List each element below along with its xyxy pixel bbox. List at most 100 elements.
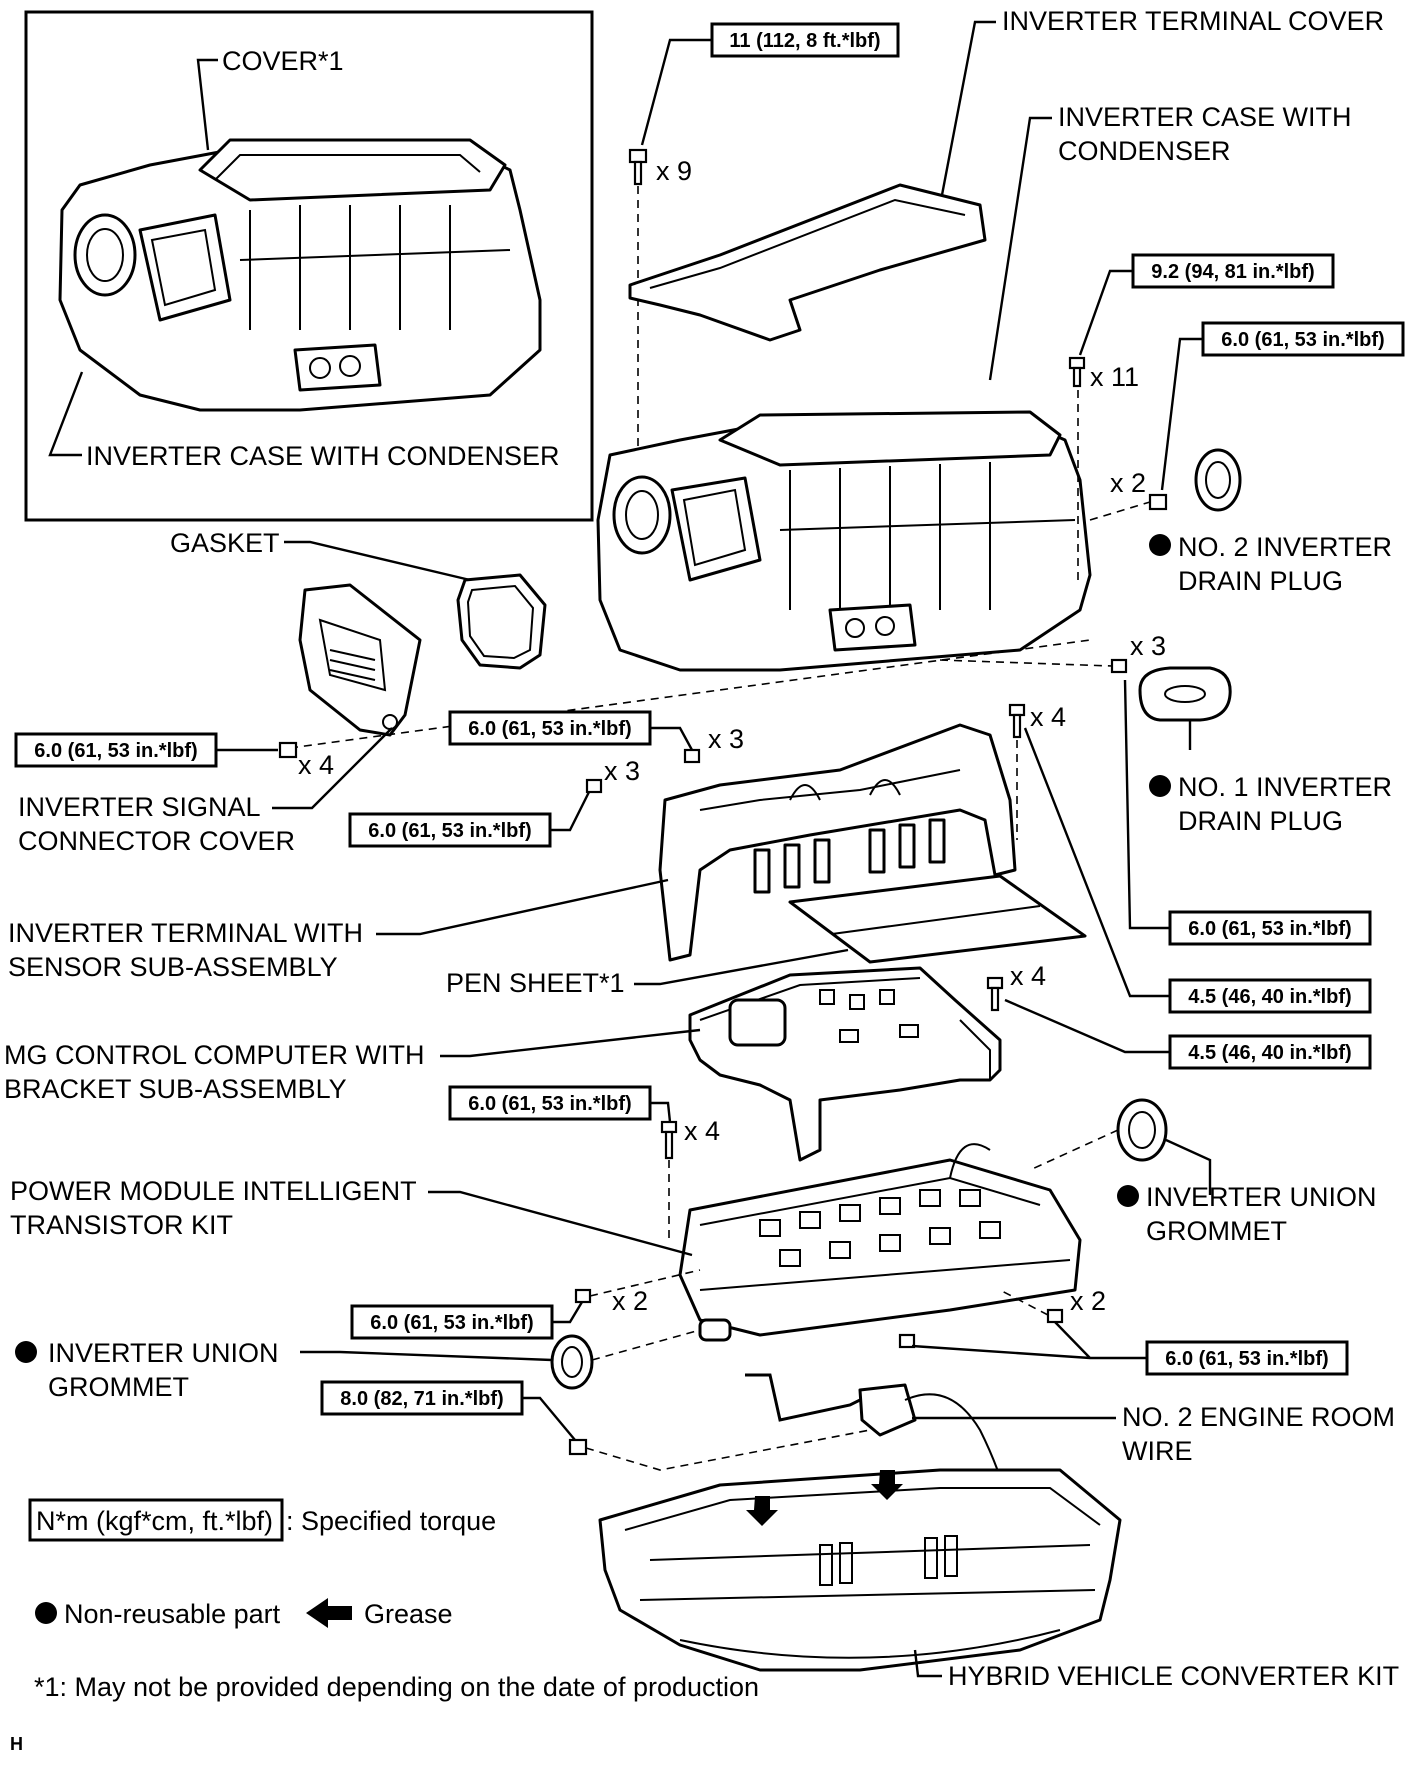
- no2-drain-plug-icon: [1194, 448, 1242, 512]
- torque-signal: 6.0 (61, 53 in.*lbf): [34, 740, 197, 762]
- bolt-icon: [278, 741, 298, 759]
- mg-control-computer-illustration: [688, 966, 1002, 1162]
- terminal-sensor-label-line1: INVERTER TERMINAL WITH: [8, 918, 363, 948]
- gasket-label: GASKET: [170, 528, 280, 558]
- torque-drain2-leader: [1160, 337, 1203, 491]
- inset-inverter-case-illustration: [58, 138, 542, 412]
- grommet-right-label-line1: INVERTER UNION: [1146, 1182, 1377, 1212]
- grommet-right-label-line2: GROMMET: [1146, 1216, 1287, 1246]
- mult-x11: x 11: [1090, 362, 1139, 392]
- torque-92: 9.2 (94, 81 in.*lbf): [1151, 261, 1314, 283]
- case-label-line1: INVERTER CASE WITH: [1058, 102, 1352, 132]
- legend-torque-box: [28, 1498, 284, 1542]
- cover-leader: [196, 58, 218, 151]
- torque-45a: 4.5 (46, 40 in.*lbf): [1188, 986, 1351, 1008]
- cover-label: COVER*1: [222, 46, 344, 76]
- no1-drain-label-line1: NO. 1 INVERTER: [1178, 772, 1392, 802]
- torque-box-mg: [448, 1085, 652, 1121]
- bolt-icon: [628, 148, 648, 186]
- mult-x3-term-b: x 3: [604, 756, 640, 786]
- dashed-guide: [589, 1269, 701, 1297]
- torque-45b: 4.5 (46, 40 in.*lbf): [1188, 1042, 1351, 1064]
- inset-frame: [24, 10, 594, 522]
- terminal-cover-label: INVERTER TERMINAL COVER: [1002, 6, 1384, 36]
- power-module-illustration: [678, 1143, 1082, 1342]
- dashed-guide: [585, 1429, 871, 1471]
- grease-arrow-icon: [306, 1598, 352, 1628]
- torque-term-a-leader: [650, 726, 694, 751]
- mult-x4-signal: x 4: [298, 750, 334, 780]
- torque-box-pm-right: [1145, 1340, 1349, 1376]
- terminal-sensor-leader: [376, 878, 669, 936]
- legend-torque-label: N*m (kgf*cm, ft.*lbf): [36, 1506, 273, 1536]
- dashed-guide: [1089, 501, 1151, 521]
- torque-80-leader: [522, 1396, 576, 1441]
- bolt-icon: [683, 748, 701, 764]
- no1-drain-plug-illustration: [1138, 666, 1232, 722]
- no2-drain-label-line2: DRAIN PLUG: [1178, 566, 1343, 596]
- legend-footnote: *1: May not be provided depending on the…: [34, 1672, 759, 1702]
- mult-x2-pm-left: x 2: [612, 1286, 648, 1316]
- wire-label-line2: WIRE: [1122, 1436, 1193, 1466]
- bolt-icon: [574, 1288, 592, 1304]
- nonreusable-dot-icon: [35, 1602, 57, 1624]
- nonreusable-dot-icon: [1149, 534, 1171, 556]
- torque-80: 8.0 (82, 71 in.*lbf): [340, 1388, 503, 1410]
- dashed-guide: [1029, 1129, 1119, 1171]
- torque-drain2: 6.0 (61, 53 in.*lbf): [1221, 329, 1384, 351]
- dashed-guide: [591, 1329, 701, 1361]
- torque-box-pm-left: [350, 1304, 554, 1340]
- mg-computer-leader: [440, 1028, 701, 1058]
- figure-code: H: [10, 1734, 23, 1754]
- mg-computer-label-line1: MG CONTROL COMPUTER WITH: [4, 1040, 424, 1070]
- torque-box-45a: [1168, 978, 1372, 1014]
- grommet-left-label-line2: GROMMET: [48, 1372, 189, 1402]
- mult-x2-drain: x 2: [1110, 468, 1146, 498]
- wire-label-line1: NO. 2 ENGINE ROOM: [1122, 1402, 1395, 1432]
- legend-grease: Grease: [364, 1599, 453, 1629]
- mult-x4-pm: x 4: [684, 1116, 720, 1146]
- mult-x3-drain: x 3: [1130, 631, 1166, 661]
- torque-drain1: 6.0 (61, 53 in.*lbf): [1188, 918, 1351, 940]
- mg-computer-label-line2: BRACKET SUB-ASSEMBLY: [4, 1074, 347, 1104]
- inverter-case-illustration: [596, 410, 1092, 672]
- grease-arrow-icon: [746, 1496, 778, 1526]
- nonreusable-dot-icon: [1149, 775, 1171, 797]
- signal-connector-cover-illustration: [298, 583, 422, 737]
- dashed-guide: [999, 1289, 1049, 1316]
- grommet-right-leader: [1165, 1138, 1212, 1195]
- torque-box-45b: [1168, 1034, 1372, 1070]
- no2-drain-label-line1: NO. 2 INVERTER: [1178, 532, 1392, 562]
- torque-mg: 6.0 (61, 53 in.*lbf): [468, 1093, 631, 1115]
- dashed-guide: [289, 639, 1091, 749]
- grommet-left-leader: [300, 1350, 553, 1362]
- torque-45a-leader: [1023, 727, 1170, 998]
- bolt-icon: [1110, 658, 1128, 674]
- mult-x3-term-a: x 3: [708, 724, 744, 754]
- torque-pm-left: 6.0 (61, 53 in.*lbf): [370, 1312, 533, 1334]
- torque-mg-leader: [650, 1101, 672, 1123]
- converter-kit-illustration: [598, 1468, 1122, 1672]
- bolt-icon: [898, 1308, 1064, 1349]
- power-module-label-line1: POWER MODULE INTELLIGENT: [10, 1176, 417, 1206]
- bolt-icon: [1068, 356, 1086, 388]
- terminal-sensor-label-line2: SENSOR SUB-ASSEMBLY: [8, 952, 338, 982]
- torque-term-b: 6.0 (61, 53 in.*lbf): [368, 820, 531, 842]
- inverter-union-grommet-right-icon: [1116, 1098, 1168, 1162]
- gasket-leader: [284, 540, 471, 582]
- power-module-leader: [428, 1190, 693, 1257]
- mult-x2-pm-right: x 2: [1070, 1286, 1106, 1316]
- torque-92-leader: [1078, 269, 1133, 356]
- inverter-union-grommet-left-icon: [550, 1334, 594, 1390]
- converter-kit-leader: [913, 1649, 942, 1678]
- nonreusable-dot-icon: [1117, 1185, 1139, 1207]
- converter-kit-label: HYBRID VEHICLE CONVERTER KIT: [948, 1661, 1399, 1691]
- torque-pm-right: 6.0 (61, 53 in.*lbf): [1165, 1348, 1328, 1370]
- signal-cover-label-line1: INVERTER SIGNAL: [18, 792, 261, 822]
- mult-x9: x 9: [656, 156, 692, 186]
- bolt-icon: [660, 1120, 678, 1160]
- torque-box-92: [1131, 253, 1335, 289]
- torque-box-signal: [14, 732, 218, 768]
- bolt-icon: [1008, 703, 1026, 739]
- dashed-guide: [939, 659, 1113, 667]
